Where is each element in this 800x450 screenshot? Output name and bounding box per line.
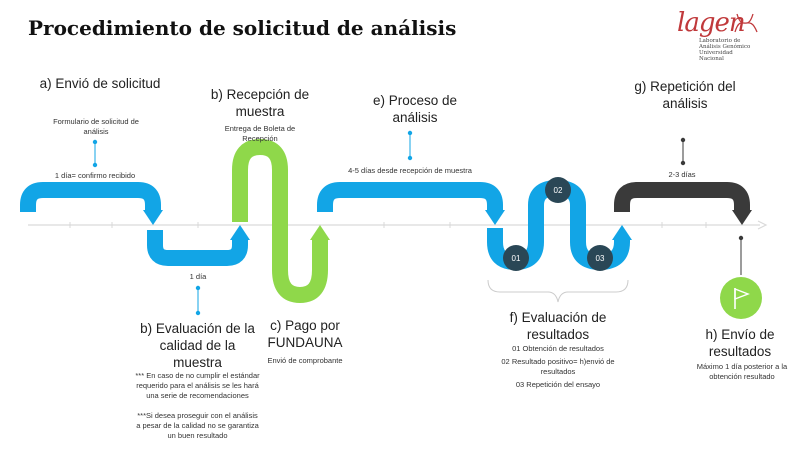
node-01-label: 01 — [512, 254, 521, 263]
segment-b-evaluation — [147, 230, 248, 266]
stage-c-note: Envió de comprobante — [267, 356, 343, 365]
connector-b-evaluation — [195, 285, 201, 316]
stage-b-evaluation-title: b) Evaluación de la calidad de la muestr… — [140, 321, 255, 370]
stage-a-title: a) Envió de solicitud — [39, 76, 161, 91]
segment-a-arrow — [143, 210, 163, 225]
stage-f-item: 01 Obtención de resultados — [512, 344, 604, 353]
stage-e-title: e) Proceso de análisis — [372, 93, 458, 125]
results-flag-circle — [720, 277, 762, 319]
segment-f-arrow — [612, 225, 632, 240]
segment-e-arrow — [485, 210, 505, 225]
stage-b-reception-note: Entrega de Boleta de Recepción — [224, 124, 296, 143]
stage-e-detail: 4-5 días desde recepción de muestra — [348, 166, 472, 175]
stage-a-note: Formulario de solicitud de análisis — [53, 117, 139, 136]
lagen-logo: lagen Laboratorio de Análisis Genómico U… — [675, 8, 775, 62]
stage-f-list: 01 Obtención de resultados 02 Resultado … — [492, 344, 624, 390]
connector-h — [738, 235, 744, 275]
stage-b-evaluation-detail: 1 día — [189, 272, 207, 281]
stage-f-title: f) Evaluación de resultados — [509, 310, 607, 342]
node-02-label: 02 — [554, 186, 563, 195]
stage-b-evaluation-note-1: *** En caso de no cumplir el estándar re… — [135, 371, 260, 400]
stage-b-reception-title: b) Recepción de muestra — [210, 87, 310, 119]
logo-wordmark: lagen — [677, 8, 746, 38]
segment-c-arrow — [310, 225, 330, 240]
stage-f-item: 02 Resultado positivo= h)envió de result… — [501, 357, 615, 376]
node-01 — [503, 245, 529, 271]
segment-g — [614, 182, 750, 213]
page-title: Procedimiento de solicitud de análisis — [28, 16, 457, 40]
node-03-label: 03 — [596, 254, 605, 263]
node-03 — [587, 245, 613, 271]
stage-b-evaluation-note-2: ***Si desea proseguir con el análisis a … — [136, 411, 259, 440]
segment-g-arrow — [732, 210, 752, 225]
segment-b-reception-c-payment — [232, 138, 328, 304]
timeline-arrow-icon — [757, 220, 768, 230]
stage-c-title: c) Pago por FUNDAUNA — [267, 318, 343, 350]
segment-a — [20, 182, 161, 213]
stage-g-detail: 2-3 días — [668, 170, 696, 179]
stage-h-note: Máximo 1 día posterior a la obtención re… — [696, 362, 788, 381]
segment-e — [317, 182, 503, 213]
dna-icon — [734, 13, 758, 33]
stage-g-title: g) Repetición del análisis — [634, 79, 736, 111]
connector-e — [407, 130, 413, 161]
flag-icon — [734, 287, 750, 309]
stage-h-title: h) Envío de resultados — [705, 327, 775, 359]
results-bracket — [487, 279, 629, 303]
stage-f-item: 03 Repetición del ensayo — [515, 380, 601, 389]
segment-b-evaluation-arrow — [230, 225, 250, 240]
logo-subtitle: Laboratorio de Análisis Genómico Univers… — [699, 38, 751, 62]
timeline-ticks — [69, 222, 707, 228]
stage-a-detail: 1 día= confirmo recibido — [54, 171, 136, 180]
connector-g — [680, 137, 686, 166]
node-02 — [545, 177, 571, 203]
connector-a — [92, 139, 98, 168]
